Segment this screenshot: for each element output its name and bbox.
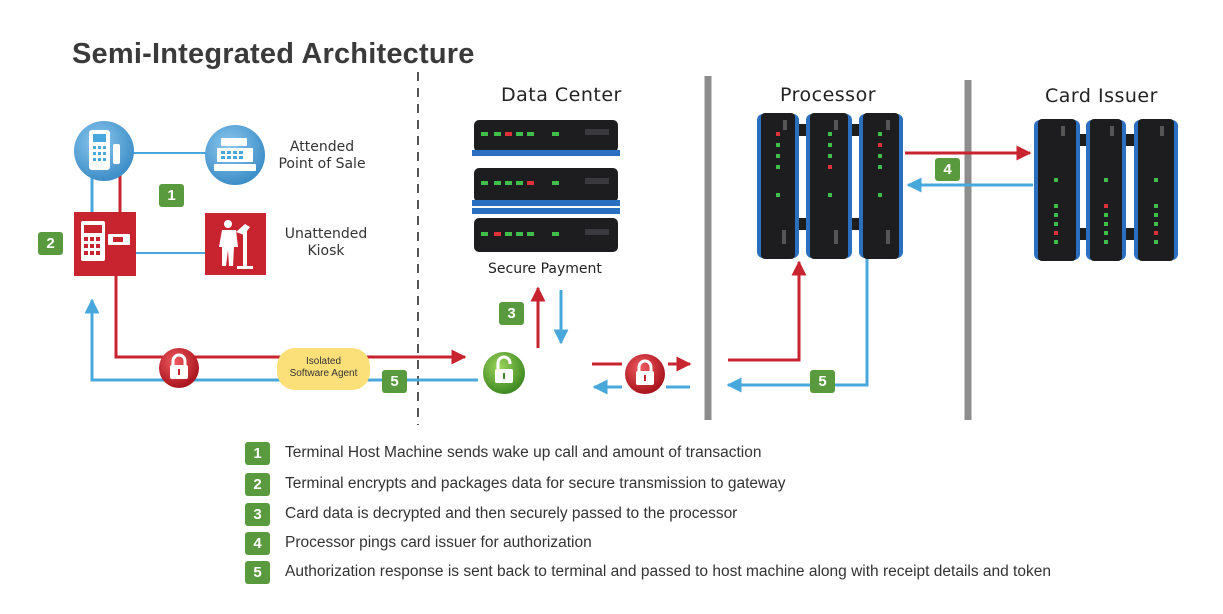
legend-badge: 4	[245, 532, 270, 555]
blue-flow-down-from-processor	[726, 256, 869, 393]
step-badge-3: 3	[499, 302, 524, 325]
server-unit	[472, 120, 620, 156]
secure-payment-label: Secure Payment	[488, 261, 602, 277]
legend-text: Terminal encrypts and packages data for …	[285, 475, 786, 492]
agent-line-1: Isolated	[305, 356, 342, 367]
red-flow-up-to-processor	[728, 260, 807, 362]
step-badge-4: 4	[935, 158, 960, 181]
attended-pos-label: Attended Point of Sale	[272, 139, 372, 173]
legend-text: Card data is decrypted and then securely…	[285, 505, 738, 522]
red-flow-terminal-to-datacenter	[114, 276, 467, 365]
card-issuer-racks	[1034, 119, 1178, 261]
processor-racks	[757, 113, 903, 259]
legend-item: 1 Terminal Host Machine sends wake up ca…	[245, 442, 1185, 466]
unattended-kiosk-line-1: Unattended	[284, 226, 368, 242]
kiosk-icon	[205, 213, 266, 275]
attended-pos-line-1: Attended	[289, 139, 355, 155]
legend-text: Terminal Host Machine sends wake up call…	[285, 444, 762, 461]
legend-item: 4 Processor pings card issuer for author…	[245, 532, 1185, 556]
rack-tower	[757, 113, 799, 259]
unattended-kiosk-label: Unattended Kiosk	[276, 226, 376, 260]
legend-item: 3 Card data is decrypted and then secure…	[245, 503, 1185, 527]
payment-terminal-icon	[74, 121, 134, 181]
padlock-closed-icon	[625, 354, 665, 394]
agent-line-2: Software Agent	[289, 368, 358, 379]
step-badge-2: 2	[38, 232, 63, 255]
legend-badge: 1	[245, 442, 270, 465]
rack-tower	[1134, 119, 1178, 261]
legend-badge: 5	[245, 561, 270, 584]
processor-heading: Processor	[780, 84, 877, 106]
data-center-heading: Data Center	[501, 84, 622, 106]
legend-badge: 2	[245, 473, 270, 496]
padlock-closed-icon	[159, 348, 199, 388]
card-issuer-heading: Card Issuer	[1045, 85, 1158, 107]
server-unit	[472, 168, 620, 206]
page-title: Semi-Integrated Architecture	[72, 38, 475, 70]
padlock-open-icon	[483, 352, 525, 394]
encrypting-terminal-device	[74, 212, 136, 276]
rack-tower	[806, 113, 852, 259]
server-unit	[472, 208, 620, 252]
legend-item: 2 Terminal encrypts and packages data fo…	[245, 473, 1185, 497]
cash-register-icon	[205, 125, 265, 185]
rack-tower	[1034, 119, 1080, 261]
legend-text: Processor pings card issuer for authoriz…	[285, 534, 592, 551]
legend-text: Authorization response is sent back to t…	[285, 563, 1051, 580]
step-badge-5-left: 5	[382, 370, 407, 393]
legend-badge: 3	[245, 503, 270, 526]
rack-tower	[1086, 119, 1126, 261]
unattended-kiosk-line-2: Kiosk	[307, 243, 345, 259]
data-center-servers	[472, 120, 620, 252]
attended-pos-line-2: Point of Sale	[278, 156, 366, 172]
step-badge-1: 1	[159, 184, 184, 207]
step-badge-5-right: 5	[810, 370, 835, 393]
rack-tower	[859, 113, 903, 259]
legend-item: 5 Authorization response is sent back to…	[245, 561, 1185, 585]
isolated-software-agent: Isolated Software Agent	[277, 348, 370, 390]
